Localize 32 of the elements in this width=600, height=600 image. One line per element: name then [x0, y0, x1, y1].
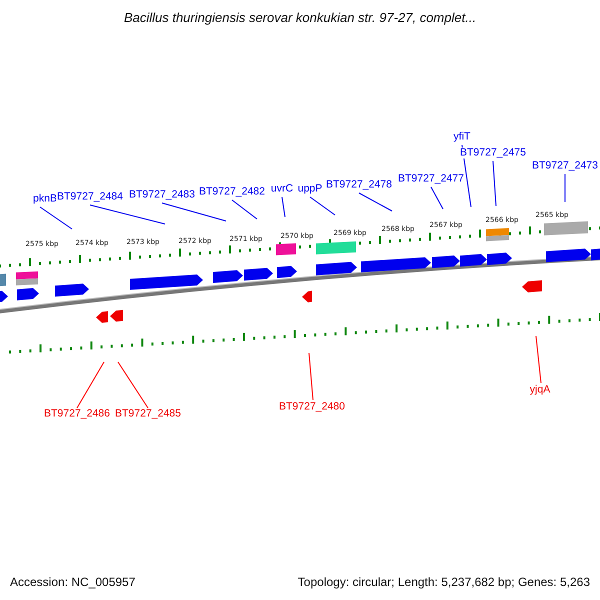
gene-label: BT9727_2480	[278, 402, 346, 412]
leader-line	[310, 196, 336, 216]
leader-line	[308, 352, 314, 400]
gene-label: BT9727_2484	[56, 192, 124, 202]
leader-line	[430, 186, 444, 210]
gene-label: BT9727_2473	[531, 160, 599, 171]
gene-label: uvrC	[270, 184, 294, 194]
leader-line	[76, 362, 104, 408]
leader-line	[40, 206, 72, 230]
gene-label: BT9727_2475	[459, 148, 527, 158]
gene-label: yjqA	[528, 384, 552, 395]
title: Bacillus thuringiensis serovar konkukian str. 97-27, complet...	[124, 11, 476, 24]
gene-label: BT9727_2478	[325, 180, 393, 190]
leader-line	[358, 192, 392, 212]
gene-label: BT9727_2486	[43, 408, 111, 419]
gene-label: BT9727_2483	[128, 190, 196, 200]
accession-text: Accession: NC_005957	[10, 576, 136, 588]
gene-label: BT9727_2485	[114, 408, 182, 419]
gene-label: BT9727_2477	[397, 174, 465, 184]
leader-line	[536, 336, 542, 384]
gene-label: yfiT	[452, 132, 472, 142]
gene-label: BT9727_2482	[198, 186, 266, 197]
gene-label: uppP	[296, 184, 324, 194]
leader-line	[118, 362, 148, 408]
leader-line	[90, 204, 166, 224]
gene-label: pknB	[32, 194, 58, 204]
genome-summary-text: Topology: circular; Length: 5,237,682 bp; Genes: 5,263	[298, 576, 590, 588]
leader-line	[232, 200, 258, 220]
leader-line	[282, 196, 286, 218]
leader-line	[564, 174, 566, 202]
leader-line	[162, 202, 226, 222]
leader-line	[492, 160, 496, 206]
